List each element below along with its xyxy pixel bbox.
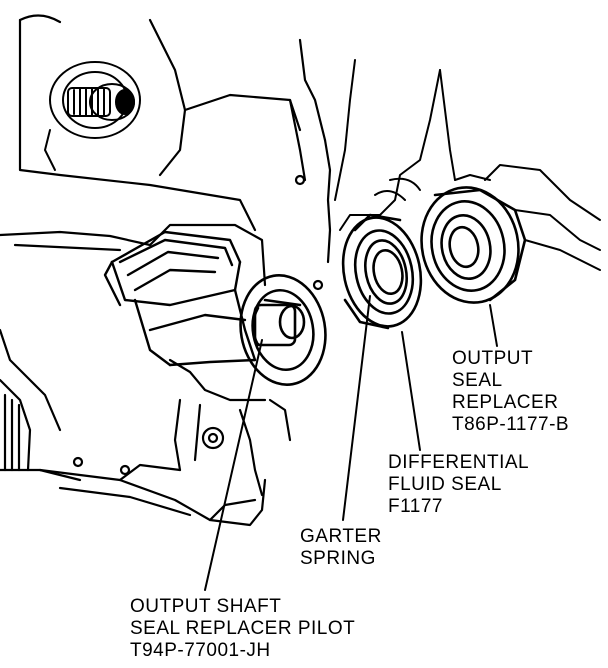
label-line: GARTER [300,526,382,547]
differential-fluid-seal [341,213,423,330]
label-line: DIFFERENTIAL [388,452,530,473]
differential-bore [239,274,327,386]
label-line: SEAL REPLACER PILOT [130,618,356,639]
leader-garter-spring [342,295,371,521]
transaxle-case [0,14,332,527]
label-output-shaft-seal-replacer-pilot: OUTPUT SHAFT SEAL REPLACER PILOT T94P-77… [130,596,355,662]
label-part-number: F1177 [388,496,443,517]
seal-replacer-pilot [103,230,257,367]
label-part-number: T94P-77001-JH [130,640,271,661]
input-shaft [44,61,141,171]
label-garter-spring: GARTER SPRING [300,526,382,570]
label-line: OUTPUT [452,348,534,369]
leader-lines [204,295,498,591]
leader-output-shaft-seal-replacer-pilot [204,339,263,591]
label-line: REPLACER [452,392,559,413]
label-differential-fluid-seal: DIFFERENTIAL FLUID SEAL F1177 [388,452,529,518]
leader-differential-fluid-seal [401,331,421,451]
leader-output-seal-replacer [489,304,498,347]
label-line: FLUID SEAL [388,474,502,495]
output-seal-replacer [420,186,527,304]
label-part-number: T86P-1177-B [452,414,570,435]
label-line: SPRING [300,548,376,569]
label-line: SEAL [452,370,503,391]
label-output-seal-replacer: OUTPUT SEAL REPLACER T86P-1177-B [452,348,569,436]
technician-hand [334,59,601,271]
label-line: OUTPUT SHAFT [130,596,282,617]
